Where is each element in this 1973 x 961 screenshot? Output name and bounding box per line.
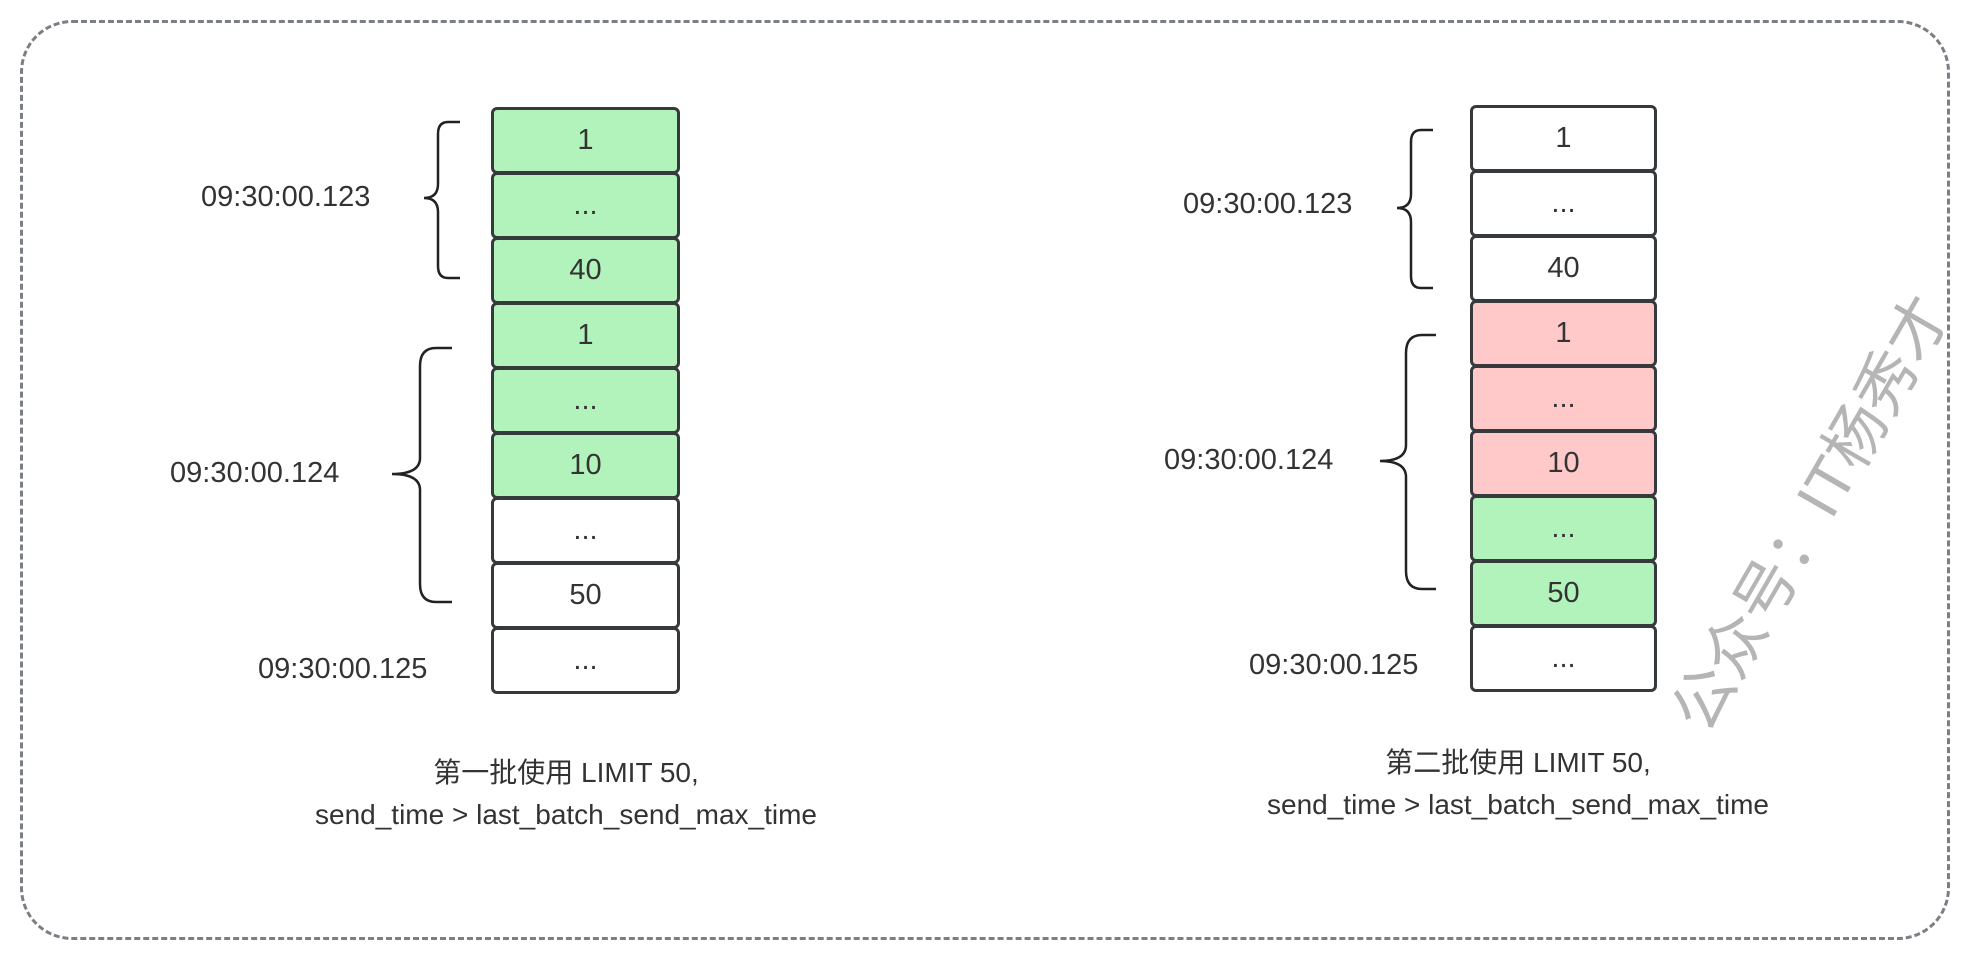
brace-right-124 [1379,333,1436,591]
row-cell: 1 [491,107,680,174]
row-cell: 50 [1470,560,1657,627]
timestamp-label: 09:30:00.124 [170,457,340,489]
row-cell: ... [491,627,680,694]
row-cell: 10 [1470,430,1657,497]
timestamp-label: 09:30:00.124 [1164,444,1334,476]
row-cell: 1 [1470,300,1657,367]
dashed-frame [20,20,1950,940]
row-cell: 1 [1470,105,1657,172]
row-cell: ... [491,497,680,564]
row-cell: ... [1470,495,1657,562]
row-cell: 40 [1470,235,1657,302]
row-cell: 10 [491,432,680,499]
row-cell: 40 [491,237,680,304]
timestamp-label: 09:30:00.125 [258,653,428,685]
caption-line: send_time > last_batch_send_max_time [315,799,817,830]
row-cell: ... [1470,170,1657,237]
caption-line: send_time > last_batch_send_max_time [1267,789,1769,820]
timestamp-label: 09:30:00.123 [1183,188,1353,220]
caption-line: 第一批使用 LIMIT 50, [433,757,699,788]
brace-right-123 [1396,128,1433,290]
left-caption: 第一批使用 LIMIT 50, send_time > last_batch_s… [315,752,817,836]
caption-line: 第二批使用 LIMIT 50, [1385,747,1651,778]
row-cell: 1 [491,302,680,369]
timestamp-label: 09:30:00.125 [1249,649,1419,681]
right-caption: 第二批使用 LIMIT 50, send_time > last_batch_s… [1267,742,1769,826]
row-cell: 50 [491,562,680,629]
row-cell: ... [1470,365,1657,432]
brace-left-123 [423,120,460,280]
brace-left-124 [391,346,452,604]
row-cell: ... [1470,625,1657,692]
row-cell: ... [491,172,680,239]
row-cell: ... [491,367,680,434]
timestamp-label: 09:30:00.123 [201,181,371,213]
